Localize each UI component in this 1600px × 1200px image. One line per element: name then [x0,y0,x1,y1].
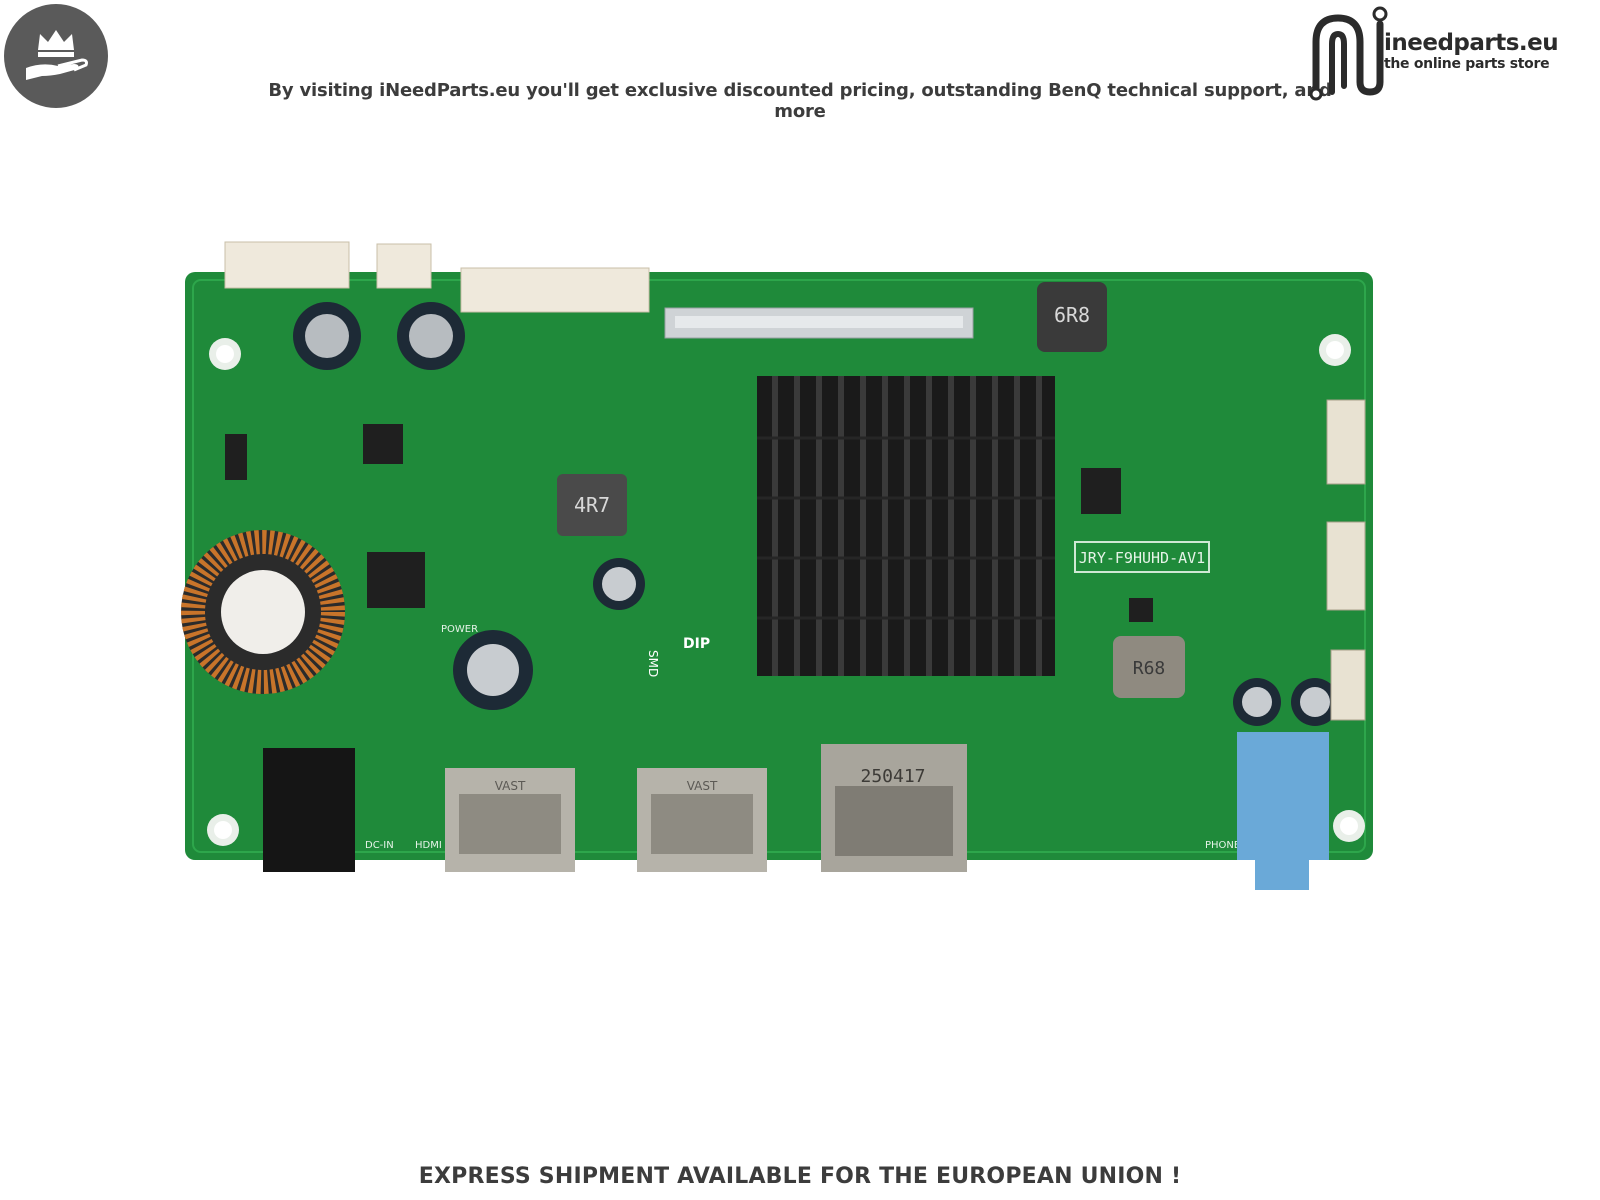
silk-phone: PHONE [1205,840,1240,851]
displayport-code: 250417 [860,766,925,787]
hdmi-port-2: VAST [637,768,767,872]
promo-tagline: By visiting iNeedParts.eu you'll get exc… [268,80,1332,122]
inductor-label-6r8: 6R8 [1054,303,1090,327]
toroidal-inductor [181,530,345,694]
silk-power: POWER [441,624,478,635]
heatsink [757,376,1055,676]
top-connectors [224,241,974,339]
dc-power-jack [263,748,355,872]
crown-hand-badge-icon [4,4,108,108]
hdmi-port-1: VAST [445,768,575,872]
hdmi-port-1-brand: VAST [495,779,526,793]
hdmi-port-2-brand: VAST [687,779,718,793]
silk-hdmi: HDMI [415,840,442,851]
monitor-controller-board: 4R7 6R8 R68 JRY-F9HUHD-AV1 POWER SMD DIP… [181,241,1373,890]
shipping-banner: EXPRESS SHIPMENT AVAILABLE FOR THE EUROP… [418,1164,1182,1189]
silk-dip: DIP [683,636,710,652]
brand-logo: ineedparts.eu the online parts store [1302,2,1572,102]
inductor-label-r68: R68 [1133,658,1166,679]
inductor-label-4r7: 4R7 [574,493,610,517]
silk-smd: SMD [646,650,660,677]
mounting-holes [207,334,1365,846]
brand-name: ineedparts.eu [1384,30,1559,56]
capacitors [293,302,1339,726]
ic-chips [225,424,1153,622]
brand-subtitle: the online parts store [1384,56,1550,72]
displayport-port: 250417 [821,744,967,872]
silk-dc-in: DC-IN [365,840,394,851]
board-model-label: JRY-F9HUHD-AV1 [1079,549,1205,567]
brand-circuit-icon [1309,6,1388,101]
audio-jack [1237,732,1329,860]
